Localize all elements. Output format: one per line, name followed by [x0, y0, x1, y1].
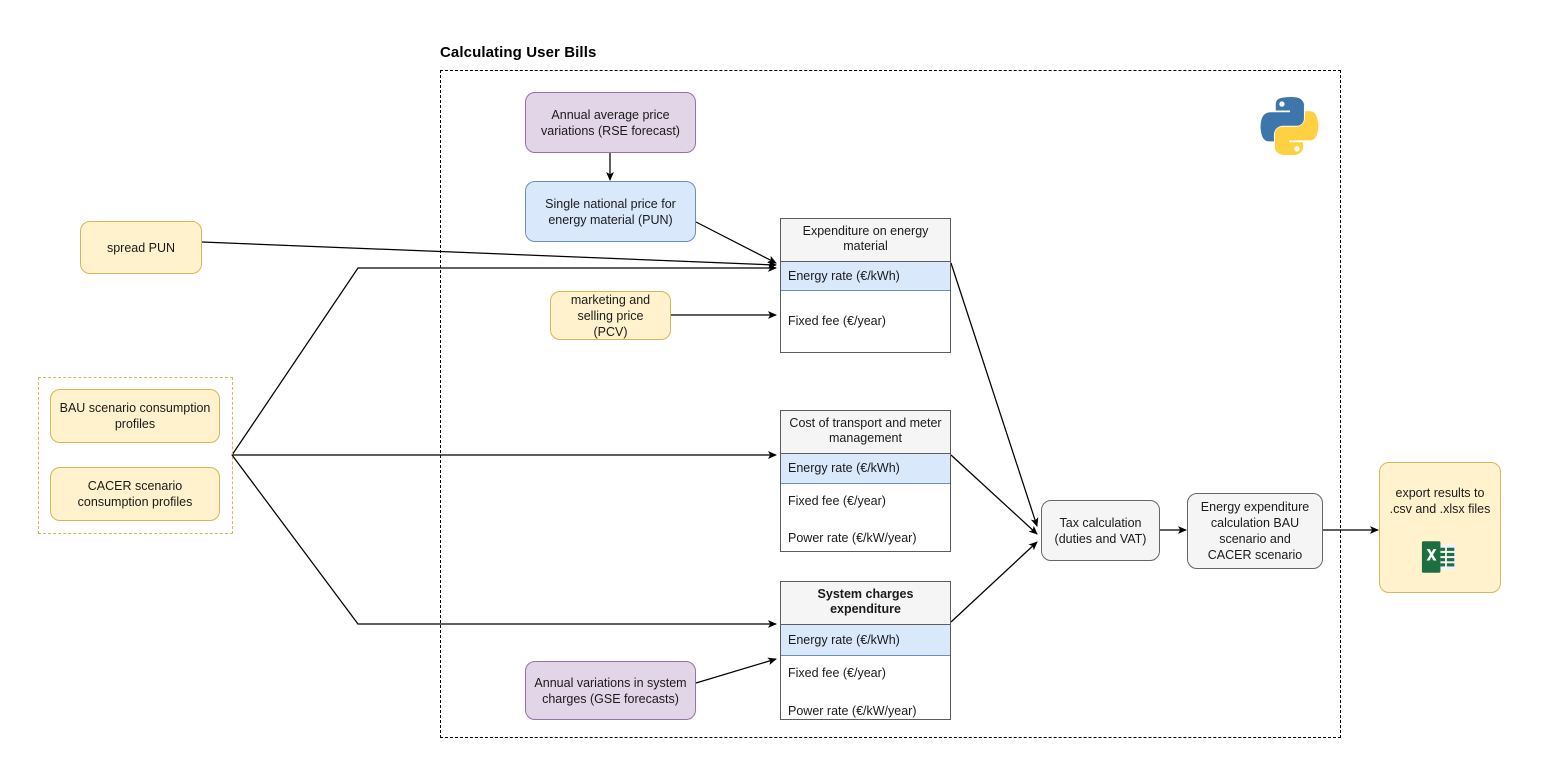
- table-cell-label: Energy rate (€/kWh): [788, 268, 900, 283]
- node-cacer-profiles: CACER scenario consumption profiles: [50, 467, 220, 521]
- node-pun-label: Single national price for energy materia…: [545, 196, 676, 227]
- node-export-results: export results to .csv and .xlsx files: [1379, 462, 1501, 593]
- table-header: Expenditure on energy material: [781, 219, 950, 262]
- page-title: Calculating User Bills: [440, 44, 597, 61]
- table-cell-label: Energy rate (€/kWh): [788, 461, 900, 475]
- table-cell-label: Energy rate (€/kWh): [788, 632, 900, 647]
- table-cell-label: Fixed fee (€/year): [788, 493, 886, 508]
- table-row: Power rate (€/kW/year): [781, 518, 950, 558]
- node-bau-profiles: BAU scenario consumption profiles: [50, 389, 220, 443]
- excel-file-icon: [1421, 541, 1458, 573]
- table-system-charges-expenditure: System charges expenditure Energy rate (…: [780, 581, 951, 720]
- python-logo-icon: [1259, 93, 1321, 156]
- node-energy-expenditure-calculation: Energy expenditure calculation BAU scena…: [1187, 493, 1323, 569]
- node-gse-forecast: Annual variations in system charges (GSE…: [525, 661, 696, 720]
- node-energy-expenditure-calculation-label: Energy expenditure calculation BAU scena…: [1200, 500, 1310, 562]
- node-export-results-label: export results to .csv and .xlsx files: [1389, 486, 1491, 516]
- table-row: Fixed fee (€/year): [781, 484, 950, 518]
- node-pun: Single national price for energy materia…: [525, 181, 696, 242]
- table-row: Energy rate (€/kWh): [781, 261, 950, 291]
- node-tax-calculation-label: Tax calculation (duties and VAT): [1054, 515, 1147, 546]
- node-spread-pun: spread PUN: [80, 221, 202, 274]
- table-row: Fixed fee (€/year): [781, 291, 950, 351]
- table-cell-label: Power rate (€/kW/year): [788, 703, 917, 718]
- table-row: Power rate (€/kW/year): [781, 691, 950, 731]
- table-cell-label: Fixed fee (€/year): [788, 666, 886, 680]
- table-header: Cost of transport and meter management: [781, 411, 950, 454]
- table-cell-label: Power rate (€/kW/year): [788, 530, 917, 545]
- node-bau-profiles-label: BAU scenario consumption profiles: [59, 401, 211, 431]
- table-row: Fixed fee (€/year): [781, 656, 950, 691]
- node-spread-pun-label: spread PUN: [106, 240, 176, 255]
- table-row: Energy rate (€/kWh): [781, 624, 950, 656]
- node-cacer-profiles-label: CACER scenario consumption profiles: [77, 479, 193, 509]
- table-cost-transport-meter: Cost of transport and meter management E…: [780, 410, 951, 552]
- node-rse-forecast: Annual average price variations (RSE for…: [525, 92, 696, 153]
- node-pcv-label: marketing and selling price (PCV): [570, 292, 651, 339]
- node-gse-forecast-label: Annual variations in system charges (GSE…: [534, 675, 687, 706]
- table-cell-label: Fixed fee (€/year): [788, 313, 886, 328]
- consumption-profiles-group: [38, 377, 233, 534]
- node-tax-calculation: Tax calculation (duties and VAT): [1041, 500, 1160, 561]
- node-pcv: marketing and selling price (PCV): [550, 291, 671, 340]
- node-rse-forecast-label: Annual average price variations (RSE for…: [541, 107, 680, 138]
- table-expenditure-energy-material: Expenditure on energy material Energy ra…: [780, 218, 951, 353]
- table-header: System charges expenditure: [781, 582, 950, 625]
- table-row: Energy rate (€/kWh): [781, 453, 950, 484]
- python-scope-container: [440, 70, 1341, 738]
